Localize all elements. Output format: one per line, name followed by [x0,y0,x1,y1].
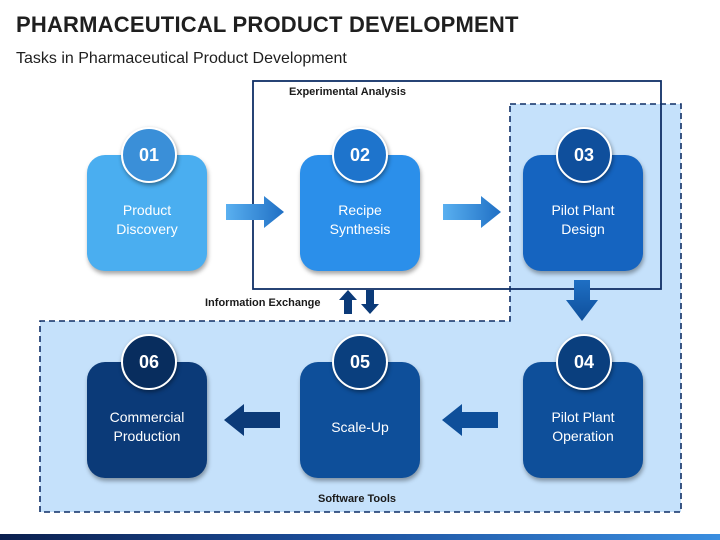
step-label-line1: Scale-Up [331,418,389,435]
page-title: PHARMACEUTICAL PRODUCT DEVELOPMENT [16,12,519,37]
step-badge-04: 04 [556,334,612,390]
step-badge-03: 03 [556,127,612,183]
step-badge-02: 02 [332,127,388,183]
arrow-04-to-05 [442,404,498,436]
information-exchange-label: Information Exchange [205,297,321,309]
step-card-06: Commercial Production [87,362,207,478]
step-label-line2: Discovery [116,221,178,237]
step-label-line1: Recipe [338,202,382,218]
step-label-line1: Product [122,202,172,218]
step-label-line2: Synthesis [329,221,391,237]
arrow-05-to-06 [224,404,280,436]
footer-accent-bar [0,534,720,540]
step-label-line2: Design [561,221,605,237]
step-label-line1: Commercial [109,409,185,425]
step-label-line1: Pilot Plant [551,202,615,218]
info-exchange-up-arrow [339,290,357,314]
experimental-analysis-region [252,80,662,290]
step-badge-06: 06 [121,334,177,390]
step-card-05: Scale-Up [300,362,420,478]
arrow-01-to-02 [226,196,284,228]
step-label-line2: Production [113,428,181,444]
experimental-analysis-label: Experimental Analysis [289,86,406,98]
step-badge-01: 01 [121,127,177,183]
step-label-line2: Operation [552,428,614,444]
step-badge-05: 05 [332,334,388,390]
info-exchange-down-arrow [361,290,379,314]
software-tools-label: Software Tools [318,493,397,505]
arrow-02-to-03 [443,196,501,228]
step-label-line1: Pilot Plant [551,409,615,425]
arrow-03-to-04 [566,280,598,321]
page-subtitle: Tasks in Pharmaceutical Product Developm… [16,50,347,67]
